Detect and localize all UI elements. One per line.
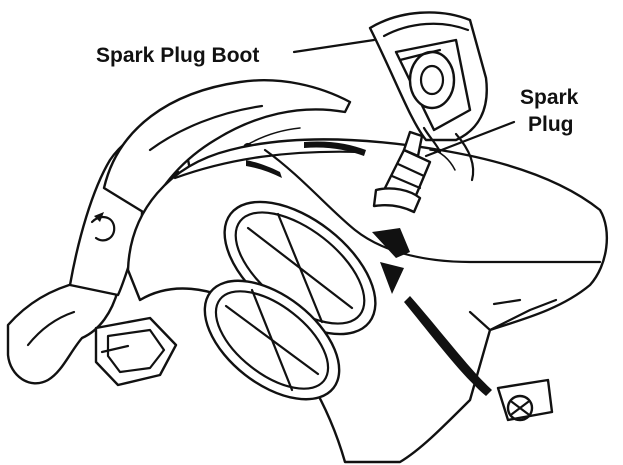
label-spark-plug-line2: Plug (528, 113, 574, 136)
rear-shroud (102, 79, 352, 217)
spark-plug-boot (368, 11, 488, 182)
air-vent-lower (203, 279, 341, 401)
label-spark-plug-boot: Spark Plug Boot (96, 44, 259, 67)
plug-leader-line (424, 120, 516, 158)
engine-right-details (372, 228, 558, 422)
boot-leader-line (292, 38, 376, 54)
recoil-symbol-icon (90, 212, 116, 242)
label-spark-plug-line1: Spark (520, 86, 579, 109)
